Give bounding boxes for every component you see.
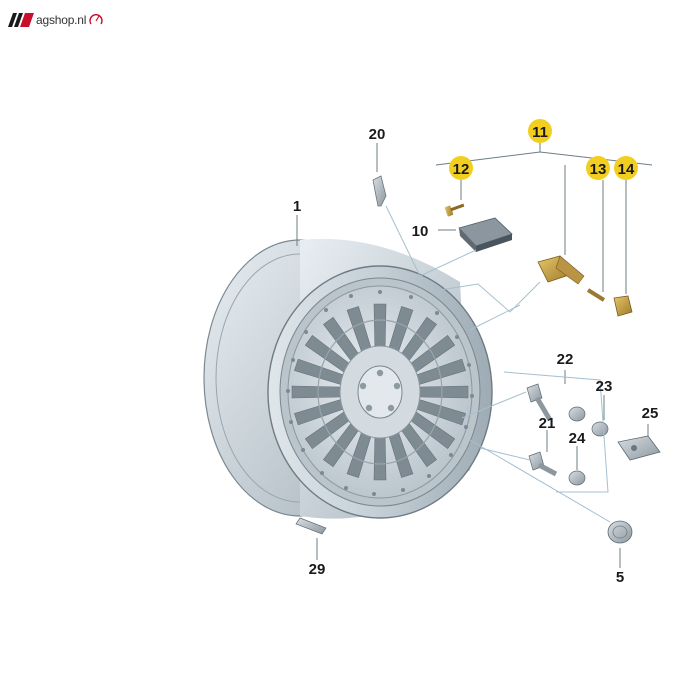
callout-valve-insert[interactable]: 13	[590, 161, 607, 178]
callout-bolt-cap[interactable]: 23	[596, 378, 613, 395]
speedometer-icon	[89, 14, 103, 25]
center-cap-part[interactable]	[607, 520, 633, 544]
callout-valve[interactable]: 20	[369, 126, 386, 143]
callout-sensor-kit[interactable]: 11	[532, 124, 548, 141]
logo-text: agshop.nl	[36, 13, 87, 27]
wheel	[203, 238, 493, 519]
callout-lock-cap[interactable]: 24	[569, 430, 586, 447]
valve-insert-part[interactable]	[586, 288, 606, 302]
callout-wheel[interactable]: 1	[293, 198, 301, 215]
leader-lines	[296, 140, 653, 568]
callout-adapter[interactable]: 25	[642, 405, 659, 422]
callout-balance-weight[interactable]: 29	[309, 561, 326, 578]
callout-sensor-screw[interactable]: 12	[453, 161, 470, 178]
callout-center-cap[interactable]: 5	[616, 569, 624, 586]
balance-weight-part[interactable]	[295, 517, 327, 535]
site-logo[interactable]: agshop.nl	[8, 10, 103, 30]
valve-cap-part[interactable]	[613, 295, 633, 317]
highlight-markers	[449, 119, 638, 180]
lug-holes	[359, 369, 401, 412]
callout-bolt[interactable]: 22	[557, 351, 574, 368]
lock-bolt-part[interactable]	[528, 451, 558, 477]
valve-stem-part[interactable]	[537, 255, 585, 285]
rim-rivets	[286, 290, 474, 496]
tpms-sensor-part[interactable]	[458, 217, 513, 252]
sensor-screw-part[interactable]	[444, 203, 465, 217]
callout-valve-cap[interactable]: 14	[618, 161, 635, 178]
adapter-part[interactable]	[617, 435, 661, 461]
lock-cap-part[interactable]	[568, 470, 586, 486]
valve-part[interactable]	[372, 175, 387, 207]
logo-mark-icon	[8, 13, 34, 27]
bolt-part[interactable]	[526, 383, 553, 422]
callout-tpms-sensor[interactable]: 10	[412, 223, 429, 240]
alignment-lines	[385, 205, 611, 523]
callout-lock-bolt[interactable]: 21	[539, 415, 556, 432]
callout-labels: 1 20 10 11 12 13 14 22 23 25 21 24 5 29	[293, 124, 659, 586]
